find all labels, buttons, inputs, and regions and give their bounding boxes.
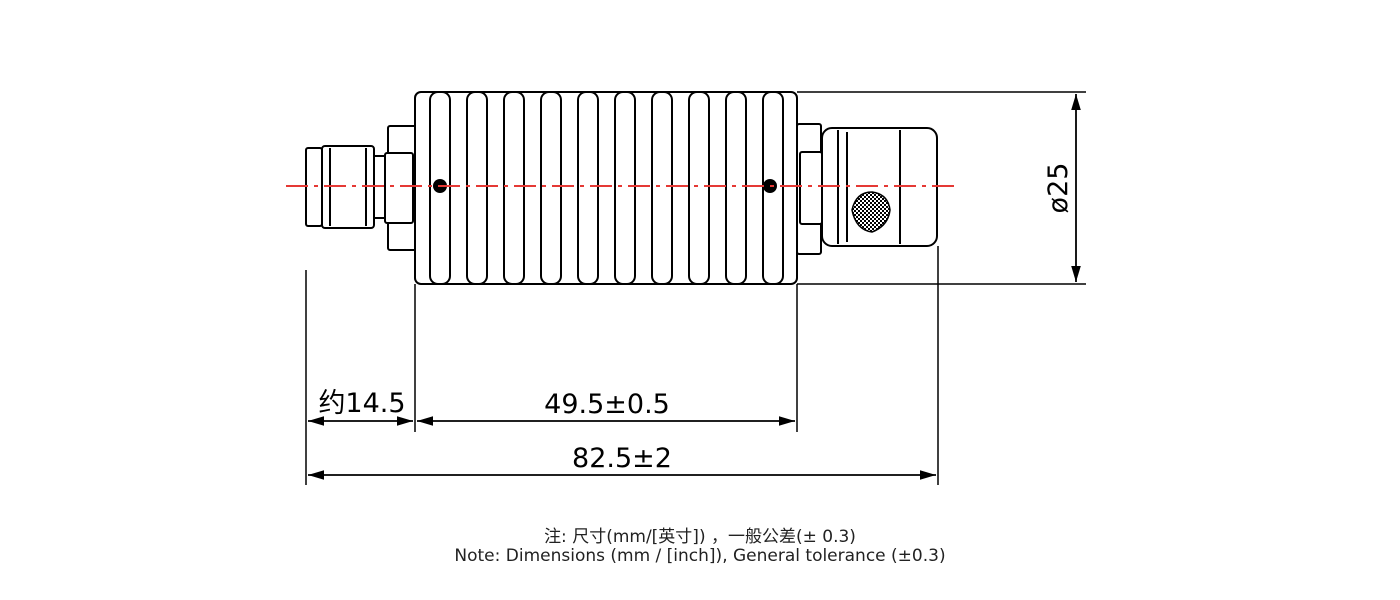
dimension-lines xyxy=(308,94,1081,480)
knurl-patch xyxy=(851,191,891,233)
dim-diameter: ø25 xyxy=(1043,163,1074,214)
note-english: Note: Dimensions (mm / [inch]), General … xyxy=(454,546,946,566)
dim-body-length: 49.5±0.5 xyxy=(544,389,670,420)
dim-overall-length: 82.5±2 xyxy=(572,443,672,474)
note-chinese: 注: 尺寸(mm/[英寸]) ，一般公差(± 0.3) xyxy=(544,527,856,547)
extension-lines xyxy=(305,91,1086,485)
dim-approx-length: 约14.5 xyxy=(318,388,405,419)
right-connector xyxy=(796,123,938,255)
left-connector xyxy=(305,125,417,251)
heatsink-body xyxy=(414,91,798,285)
